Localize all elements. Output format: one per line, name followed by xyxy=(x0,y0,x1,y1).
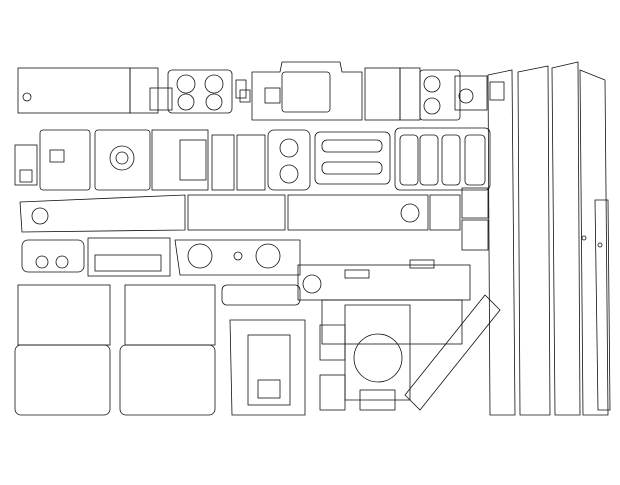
top-right-panels xyxy=(364,67,505,121)
diagonal-trim-strip xyxy=(404,294,501,411)
dashboard-strips xyxy=(19,187,489,251)
top-left-panel xyxy=(17,67,173,114)
rear-screens xyxy=(14,284,216,416)
instrument-panels xyxy=(21,237,471,345)
center-console xyxy=(221,284,411,416)
center-top-panel xyxy=(251,61,363,121)
cupholder-panel xyxy=(167,69,251,114)
door-strips xyxy=(487,61,611,416)
console-switch-panels xyxy=(14,127,491,191)
